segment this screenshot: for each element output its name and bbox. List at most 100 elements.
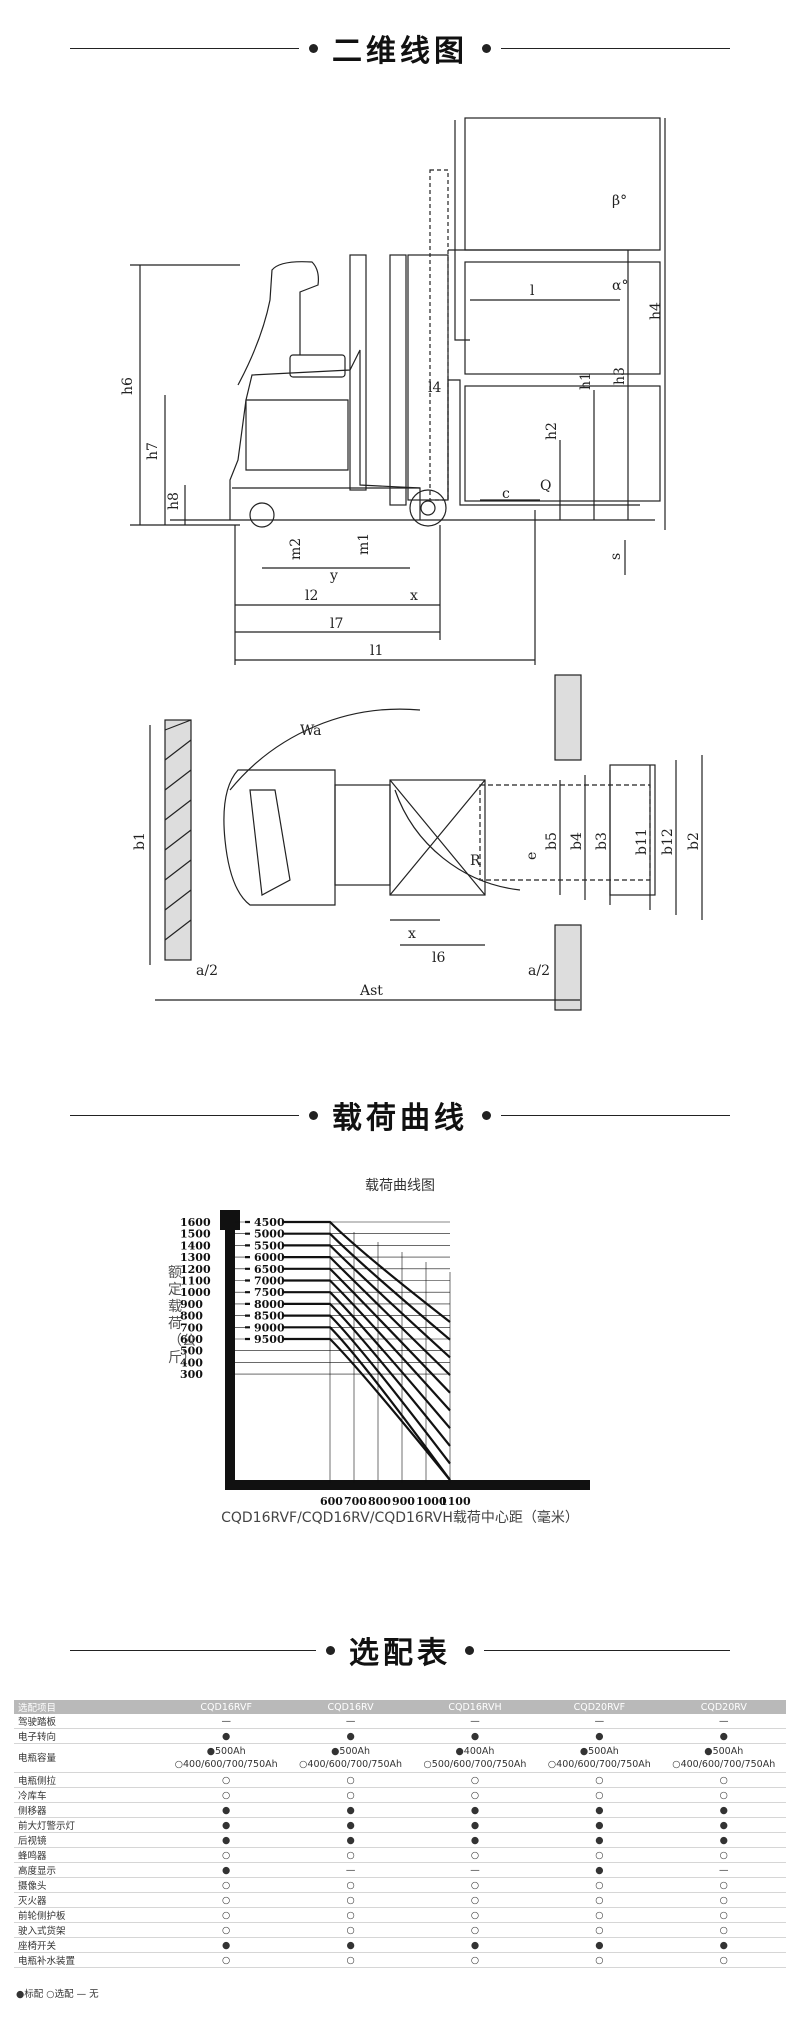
section-title-drawing: 二维线图 xyxy=(70,28,730,69)
fork-upper xyxy=(454,120,640,251)
label-y: y xyxy=(329,568,338,584)
header-option: 选配项目 xyxy=(14,1700,164,1714)
option-cell: ● xyxy=(537,1728,662,1744)
option-cell: ○ xyxy=(537,1922,662,1938)
x-tick-label: 700 xyxy=(344,1495,367,1508)
x-tick-label: 800 xyxy=(368,1495,391,1508)
option-name: 冷库车 xyxy=(14,1787,164,1803)
section-title-text: 载荷曲线 xyxy=(332,1101,468,1136)
fork-mid xyxy=(448,249,470,341)
option-cell: ● xyxy=(164,1817,289,1833)
series-label: 8000 xyxy=(254,1298,285,1311)
header-model: CQD16RVH xyxy=(412,1700,538,1714)
section-title-options: 选配表 xyxy=(70,1630,730,1671)
rack-right-bottom xyxy=(554,924,582,1011)
y-tick-label: 1000 xyxy=(180,1286,211,1299)
y-tick-label: 1200 xyxy=(180,1263,211,1276)
label-h4: h4 xyxy=(648,302,664,320)
label-wa: Wa xyxy=(300,723,322,739)
section-title-load-curve: 载荷曲线 xyxy=(70,1095,730,1136)
option-cell: ○ xyxy=(412,1907,538,1923)
chart-frame xyxy=(225,1215,590,1490)
load-curve xyxy=(245,1337,451,1481)
table-legend: ●标配 ○选配 — 无 xyxy=(16,1989,99,2000)
series-label-bg xyxy=(250,1275,284,1286)
option-cell: ● xyxy=(164,1728,289,1744)
option-cell: ○ xyxy=(537,1952,662,1968)
option-cell: ●500Ah ○400/600/700/750Ah xyxy=(537,1743,662,1773)
arc-wa xyxy=(229,708,421,791)
table-row: 高度显示●——●— xyxy=(14,1862,786,1878)
y-tick-label: 500 xyxy=(180,1345,203,1358)
option-cell: ○ xyxy=(412,1772,538,1788)
load-curve xyxy=(245,1244,451,1359)
option-cell: ○ xyxy=(661,1772,786,1788)
option-cell: ○ xyxy=(412,1847,538,1863)
y-tick-label: 1500 xyxy=(180,1228,211,1241)
front-wheel xyxy=(409,489,447,527)
option-name: 高度显示 xyxy=(14,1862,164,1878)
option-cell: — xyxy=(537,1714,662,1729)
section-title-text: 选配表 xyxy=(349,1636,451,1671)
option-cell: ○ xyxy=(537,1787,662,1803)
chassis xyxy=(245,399,349,471)
option-cell: ○ xyxy=(537,1907,662,1923)
option-cell: ○ xyxy=(661,1952,786,1968)
label-a2-right: a/2 xyxy=(528,963,550,979)
option-cell: ● xyxy=(164,1802,289,1818)
option-cell: ○ xyxy=(288,1907,413,1923)
series-label-bg xyxy=(250,1310,284,1321)
load-curve xyxy=(245,1267,451,1394)
arc-r xyxy=(394,789,521,891)
option-cell: ● xyxy=(412,1817,538,1833)
option-cell: ○ xyxy=(164,1892,289,1908)
load-box-mid xyxy=(464,261,661,375)
mast-middle xyxy=(389,254,407,506)
load-curve xyxy=(245,1291,451,1429)
option-cell: ● xyxy=(661,1728,786,1744)
label-b5: b5 xyxy=(544,832,560,850)
truck-body xyxy=(229,349,421,520)
option-cell: ○ xyxy=(288,1892,413,1908)
series-label-bg xyxy=(250,1287,284,1298)
table-row: 前大灯警示灯●●●●● xyxy=(14,1817,786,1833)
load-curve xyxy=(245,1232,451,1341)
front-wheel-hub xyxy=(420,500,436,516)
series-label: 6500 xyxy=(254,1263,285,1276)
load-curve xyxy=(245,1220,451,1323)
table-row: 电瓶容量●500Ah ○400/600/700/750Ah●500Ah ○400… xyxy=(14,1743,786,1773)
option-cell: ● xyxy=(661,1802,786,1818)
y-tick-label: 300 xyxy=(180,1368,203,1381)
y-tick-label: 1600 xyxy=(180,1216,211,1229)
series-label-bg xyxy=(250,1228,284,1239)
truck-top-body xyxy=(223,769,336,906)
label-h8: h8 xyxy=(166,492,182,510)
option-cell: ○ xyxy=(288,1877,413,1893)
option-cell: ○ xyxy=(412,1952,538,1968)
table-row: 电瓶补水装置○○○○○ xyxy=(14,1952,786,1968)
label-x: x xyxy=(410,588,418,604)
table-row: 摄像头○○○○○ xyxy=(14,1877,786,1893)
load-curve xyxy=(245,1314,451,1465)
option-cell: ● xyxy=(537,1832,662,1848)
truck-top-cabin xyxy=(334,784,391,886)
table-row: 灭火器○○○○○ xyxy=(14,1892,786,1908)
option-cell: ○ xyxy=(164,1877,289,1893)
label-r: R xyxy=(470,853,481,869)
series-label: 5000 xyxy=(254,1228,285,1241)
table-row: 驾驶踏板————— xyxy=(14,1714,786,1729)
option-name: 电瓶侧拉 xyxy=(14,1772,164,1788)
fork-top-outline xyxy=(479,784,651,881)
series-label: 7000 xyxy=(254,1275,285,1288)
label-a2-left: a/2 xyxy=(196,963,218,979)
series-label: 8500 xyxy=(254,1310,285,1323)
y-tick-label: 900 xyxy=(180,1298,203,1311)
option-name: 后视镜 xyxy=(14,1832,164,1848)
option-cell: ○ xyxy=(164,1922,289,1938)
overhead-guard xyxy=(237,261,319,386)
label-h7: h7 xyxy=(145,442,161,460)
load-curve xyxy=(245,1279,451,1412)
label-l2: l2 xyxy=(305,588,318,604)
table-row: 驶入式货架○○○○○ xyxy=(14,1922,786,1938)
label-h6: h6 xyxy=(120,377,136,395)
